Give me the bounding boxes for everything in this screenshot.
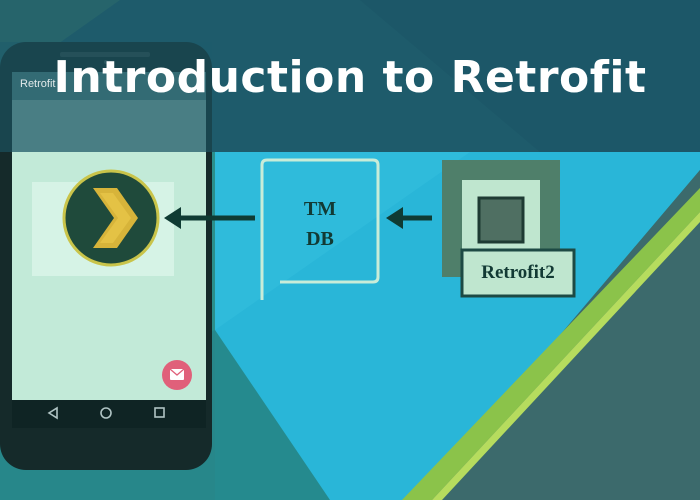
tmdb-box <box>260 158 380 300</box>
mail-icon-flap <box>169 368 185 376</box>
phone-nav-bar <box>12 400 206 428</box>
retrofit-label: Retrofit2 <box>481 262 555 283</box>
chevron-highlight <box>100 193 131 243</box>
arrow-tmdb-to-app-head <box>164 207 181 229</box>
recents-icon[interactable] <box>154 407 165 418</box>
tmdb-label-line1: TM <box>303 198 337 220</box>
back-icon[interactable] <box>47 406 58 420</box>
banner-overlay <box>0 42 212 152</box>
retrofit-square-inner <box>477 196 525 244</box>
lime-stripe-light <box>432 212 700 500</box>
phone-app-bar-title: Retrofit <box>20 78 56 90</box>
lime-stripe <box>402 188 700 500</box>
home-icon[interactable] <box>100 407 112 419</box>
chevron-right-icon <box>93 188 138 248</box>
arrow-retrofit-to-tmdb-head <box>386 207 403 229</box>
cyan-facet <box>215 152 470 330</box>
teal-shade <box>215 330 330 500</box>
retrofit-label-box <box>460 248 576 298</box>
logo-circle <box>62 169 160 267</box>
tmdb-label-line2: DB <box>306 228 334 250</box>
banner-facet-right <box>360 0 700 152</box>
tmdb-label: TM DB <box>264 194 376 254</box>
